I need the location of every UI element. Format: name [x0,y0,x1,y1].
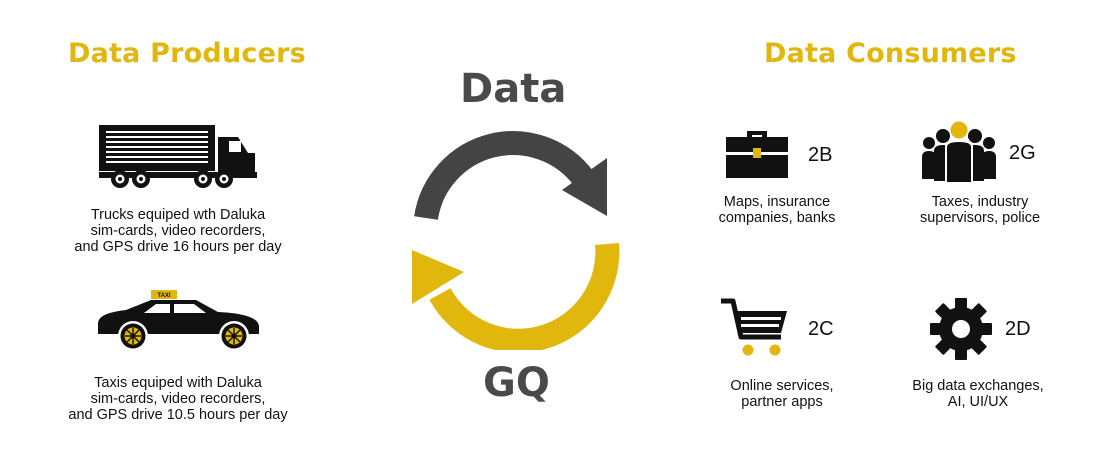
truck-icon [98,123,260,189]
consumer-description-2g: Taxes, industry supervisors, police [919,194,1041,226]
people-group-icon [921,121,997,183]
consumer-code-2b: 2B [808,144,833,166]
data-arrowhead [562,158,607,216]
trucks-description: Trucks equiped wth Daluka sim-cards, vid… [74,207,282,255]
cycle-top-label: Data [460,66,567,112]
consumer-description-2d: Big data exchanges, AI, UI/UX [912,378,1044,410]
consumer-description-2b: Maps, insurance companies, banks [718,194,836,226]
cycle-bottom-label: GQ [483,360,550,406]
briefcase-icon [725,128,789,178]
consumer-code-2g: 2G [1009,142,1036,164]
cycle-arrows [400,120,620,350]
data-arrow-arc [414,131,594,221]
gear-icon [929,297,993,361]
consumer-description-2c: Online services, partner apps [730,378,834,410]
gq-arrow-arc [429,242,620,350]
consumers-title: Data Consumers [764,38,1017,69]
consumer-code-2d: 2D [1005,318,1031,340]
taxis-description: Taxis equiped with Daluka sim-cards, vid… [68,375,288,423]
consumer-code-2c: 2C [808,318,834,340]
taxi-icon: TAXI [96,288,262,356]
producers-title: Data Producers [68,38,306,69]
gq-arrowhead [412,250,464,304]
shopping-cart-icon [719,297,791,359]
taxi-sign-text: TAXI [157,293,171,299]
